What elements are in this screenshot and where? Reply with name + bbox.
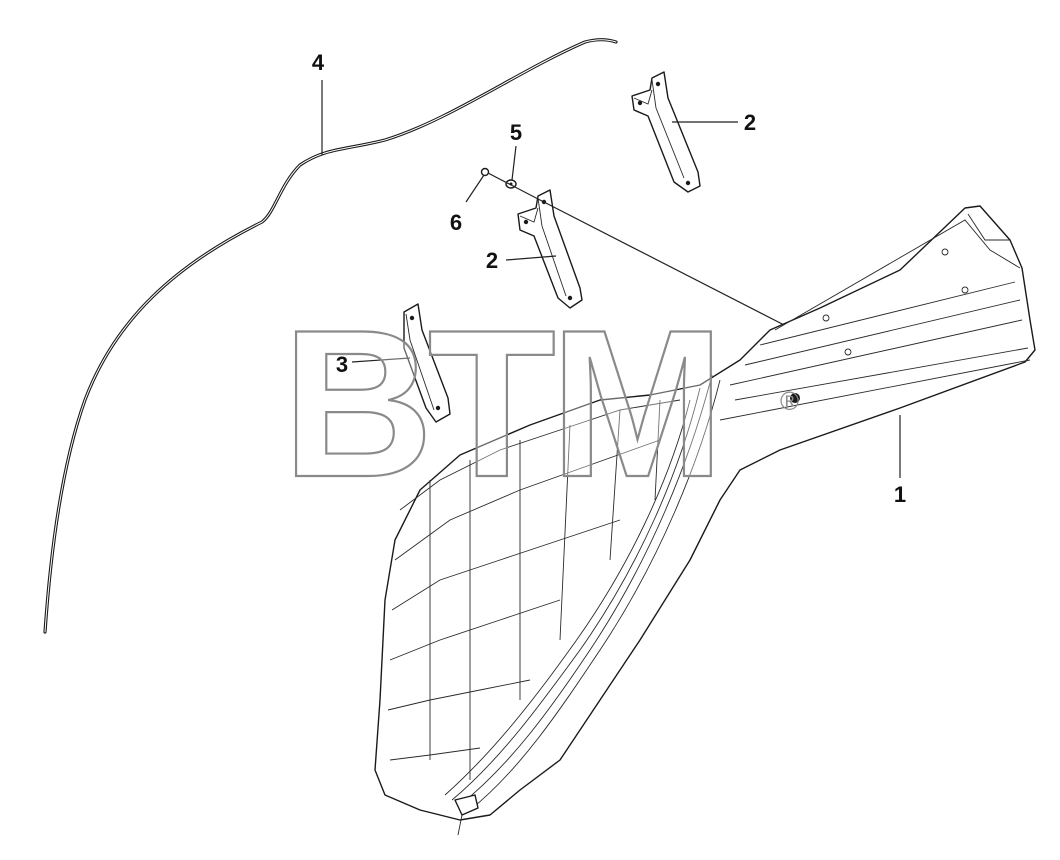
- rod-part-4: [43, 38, 618, 634]
- assembly-centerline: [487, 172, 791, 329]
- leader-5: [511, 145, 517, 181]
- callout-3: 3: [336, 352, 348, 377]
- callout-1: 1: [894, 482, 906, 507]
- bracket-part-2-upper: [631, 71, 701, 193]
- bracket-part-3: [403, 303, 451, 423]
- fender-panel-part-1: [374, 205, 1036, 836]
- callout-5: 5: [510, 120, 522, 145]
- callout-6: 6: [450, 210, 462, 235]
- watermark-logo: BTM ®: [281, 285, 799, 522]
- leader-3: [351, 357, 411, 363]
- watermark-text: BTM: [282, 286, 719, 521]
- callout-2-upper: 2: [744, 110, 756, 135]
- leader-2-middle: [505, 255, 557, 261]
- bracket-part-2-middle: [517, 189, 583, 309]
- bolt-part-6: [480, 167, 490, 177]
- callout-labels: 1 2 2 3 4 5 6: [312, 50, 906, 507]
- callout-2-middle: 2: [486, 248, 498, 273]
- leader-lines: [321, 80, 901, 478]
- callout-4: 4: [312, 50, 325, 75]
- watermark-registered-mark: ®: [780, 386, 799, 416]
- leader-6: [465, 174, 485, 203]
